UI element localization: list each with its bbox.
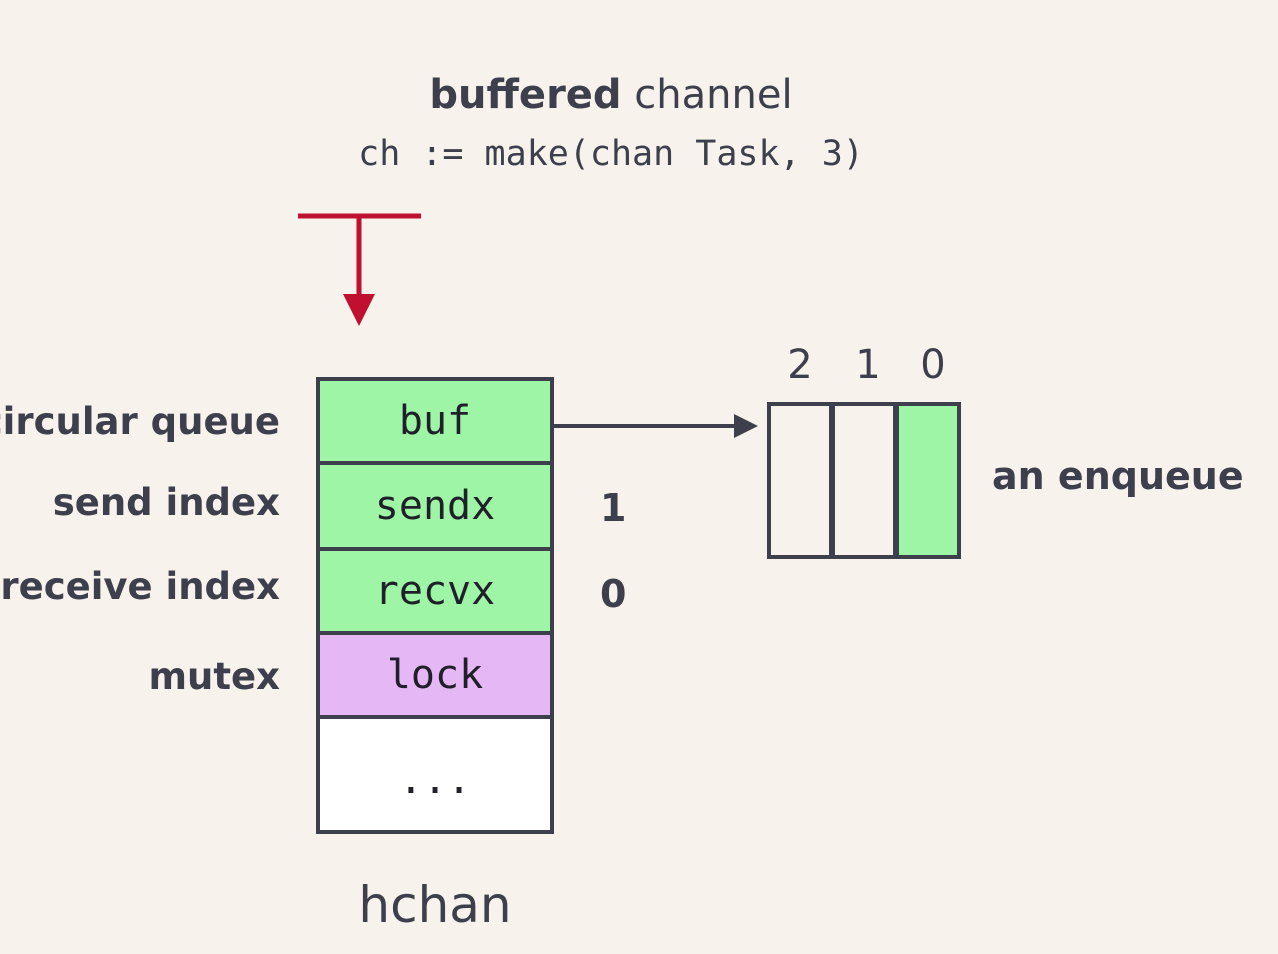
field-sendx-name: sendx — [374, 483, 496, 529]
field-lock-name: lock — [386, 652, 484, 698]
label-mutex: mutex — [148, 655, 280, 698]
title-bold-word: buffered — [429, 72, 622, 118]
label-receive-index: receive index — [0, 565, 280, 608]
field-recvx-name: recvx — [374, 568, 496, 614]
buf-pointer-arrow-icon — [554, 414, 758, 438]
queue-slot-2 — [767, 402, 833, 559]
queue-index-0: 0 — [920, 342, 946, 388]
queue-index-2: 2 — [787, 342, 813, 388]
enqueue-caption: an enqueue — [992, 454, 1244, 498]
field-recvx: recvx — [316, 547, 554, 635]
send-arrow-icon — [298, 213, 421, 326]
label-send-index: send index — [52, 481, 280, 524]
code-snippet: ch := make(chan Task, 3) — [358, 134, 864, 174]
label-circular-queue: circular queue — [0, 400, 280, 443]
sendx-value: 1 — [600, 486, 627, 530]
diagram-title: buffered channel — [0, 72, 1222, 118]
recvx-value: 0 — [600, 572, 627, 616]
queue-index-1: 1 — [855, 342, 881, 388]
queue-slot-0 — [895, 402, 961, 559]
queue-slot-1 — [831, 402, 897, 559]
field-rest: ... — [316, 715, 554, 834]
field-buf-name: buf — [398, 398, 472, 444]
struct-name: hchan — [358, 876, 512, 934]
field-rest-name: ... — [398, 757, 472, 803]
title-rest: channel — [621, 72, 793, 118]
